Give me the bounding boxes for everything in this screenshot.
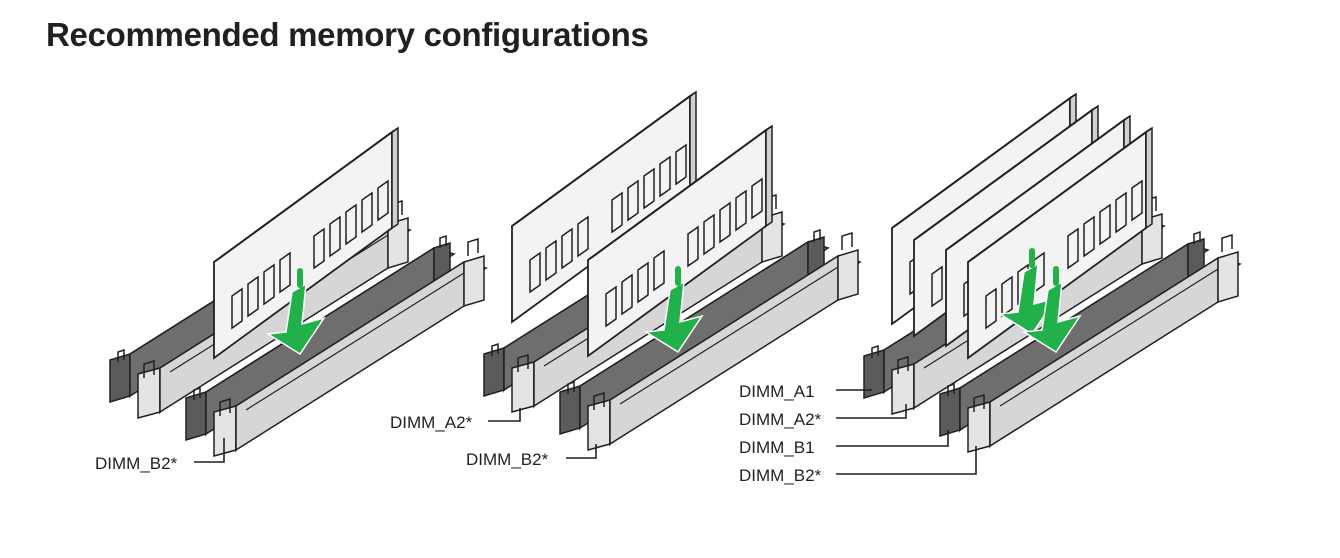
page-title: Recommended memory configurations bbox=[46, 16, 649, 53]
config-3-label-1: DIMM_A1 bbox=[739, 382, 815, 401]
config-2-label-1: DIMM_A2* bbox=[390, 413, 473, 432]
config-3-label-4: DIMM_B2* bbox=[739, 466, 822, 485]
config-2-label-2: DIMM_B2* bbox=[466, 450, 549, 469]
config-3-label-2: DIMM_A2* bbox=[739, 410, 822, 429]
config-1-label-1: DIMM_B2* bbox=[95, 454, 178, 473]
config-3-label-3: DIMM_B1 bbox=[739, 438, 815, 457]
config-1: DIMM_B2* bbox=[95, 127, 487, 473]
config-2: DIMM_A2* DIMM_B2* bbox=[390, 91, 861, 469]
config-3: DIMM_A1 DIMM_A2* DIMM_B1 DIMM_B2* bbox=[739, 93, 1241, 485]
